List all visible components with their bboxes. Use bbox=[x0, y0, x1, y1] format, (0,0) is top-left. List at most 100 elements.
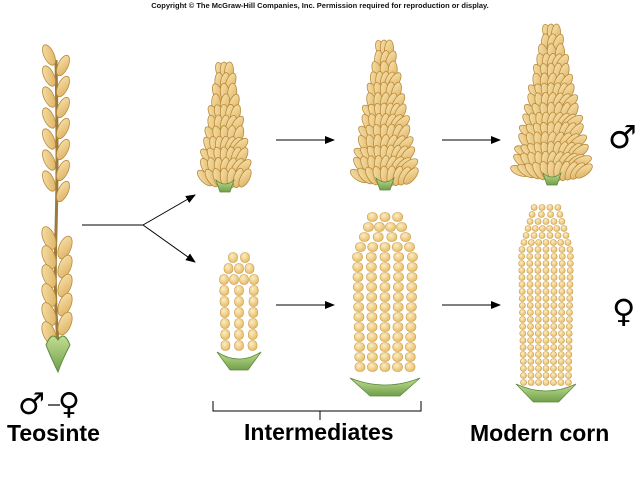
female-symbol: ♀ bbox=[612, 292, 635, 330]
kernel bbox=[392, 332, 404, 342]
spikelet bbox=[42, 86, 56, 108]
kernel bbox=[534, 330, 542, 337]
kernel bbox=[542, 288, 550, 295]
kernel bbox=[353, 322, 365, 332]
kernel bbox=[550, 372, 557, 379]
kernel bbox=[405, 312, 417, 322]
kernel bbox=[550, 344, 557, 351]
kernel bbox=[372, 232, 384, 242]
kernel bbox=[554, 232, 562, 239]
spikelet bbox=[41, 245, 57, 269]
kernel bbox=[550, 309, 558, 316]
kernel bbox=[558, 309, 565, 316]
intermediate-tassel-1 bbox=[196, 61, 252, 193]
kernel bbox=[352, 272, 364, 282]
kernel bbox=[566, 246, 574, 253]
intermediate-ear-1 bbox=[216, 252, 262, 371]
intermediate-tassel-2 bbox=[349, 39, 419, 191]
kernel bbox=[562, 232, 570, 239]
spikelet bbox=[238, 168, 252, 188]
kernel bbox=[527, 358, 535, 365]
modern-tassel bbox=[510, 23, 593, 186]
spikelet bbox=[42, 149, 56, 171]
spikelet bbox=[57, 292, 73, 317]
kernel bbox=[527, 351, 535, 358]
kernel bbox=[550, 288, 558, 295]
kernel bbox=[353, 302, 364, 312]
kernel bbox=[557, 379, 565, 386]
kernel bbox=[392, 362, 403, 372]
kernel bbox=[219, 296, 230, 307]
kernel bbox=[519, 358, 527, 365]
kernel bbox=[367, 352, 378, 362]
kernel bbox=[550, 379, 557, 386]
spikelet bbox=[56, 138, 70, 161]
kernel bbox=[379, 272, 391, 282]
kernel bbox=[550, 302, 558, 309]
kernel bbox=[365, 252, 377, 262]
kernel bbox=[557, 351, 565, 358]
kernel bbox=[553, 225, 561, 232]
kernel bbox=[392, 352, 403, 362]
kernel bbox=[518, 295, 526, 302]
kernel bbox=[534, 246, 542, 253]
kernel bbox=[234, 263, 244, 274]
kernel bbox=[534, 309, 542, 316]
kernel bbox=[379, 262, 391, 272]
kernel bbox=[352, 252, 363, 262]
kernel bbox=[531, 225, 539, 232]
kernel bbox=[366, 302, 378, 312]
kernel bbox=[542, 358, 550, 365]
kernel bbox=[526, 295, 534, 302]
kernel bbox=[566, 309, 573, 316]
kernel bbox=[366, 262, 377, 272]
kernel bbox=[534, 274, 542, 281]
husk bbox=[349, 377, 421, 397]
kernel bbox=[550, 274, 558, 281]
kernel bbox=[234, 285, 244, 296]
husk bbox=[542, 171, 562, 186]
kernel bbox=[534, 295, 542, 302]
kernel bbox=[406, 262, 418, 272]
kernel bbox=[522, 232, 530, 239]
teosinte-male-symbol: ♂ bbox=[18, 387, 45, 422]
intermediate-ear-2 bbox=[349, 212, 421, 397]
kernel bbox=[520, 365, 527, 372]
kernel bbox=[542, 365, 550, 372]
kernel bbox=[228, 252, 238, 263]
kernel bbox=[558, 344, 565, 351]
kernel bbox=[527, 365, 535, 372]
kernel bbox=[354, 342, 365, 352]
kernel bbox=[542, 316, 550, 323]
kernel bbox=[550, 260, 558, 267]
kernel bbox=[550, 267, 558, 274]
kernel bbox=[520, 239, 528, 246]
kernel bbox=[223, 263, 234, 274]
kernel bbox=[234, 307, 244, 318]
kernel bbox=[518, 260, 525, 267]
kernel bbox=[527, 309, 534, 316]
kernel bbox=[547, 211, 554, 218]
kernel bbox=[550, 365, 557, 372]
teosinte-illustration bbox=[41, 44, 73, 374]
kernel bbox=[379, 352, 391, 362]
kernel bbox=[247, 329, 258, 340]
kernel bbox=[565, 365, 572, 372]
kernel bbox=[565, 323, 573, 330]
kernel bbox=[366, 322, 378, 332]
spikelet bbox=[42, 65, 56, 87]
spikelet bbox=[56, 180, 70, 203]
kernel bbox=[366, 342, 378, 352]
kernel bbox=[558, 302, 566, 309]
kernel bbox=[542, 218, 550, 225]
kernel bbox=[558, 323, 565, 330]
kernel bbox=[519, 316, 526, 323]
teosinte-sex-symbols: ♂ ♀ bbox=[18, 387, 80, 422]
kernel bbox=[354, 352, 366, 362]
spikelet bbox=[56, 117, 70, 140]
kernel bbox=[542, 330, 550, 337]
kernel bbox=[518, 281, 526, 288]
kernel bbox=[219, 307, 230, 318]
kernel bbox=[249, 274, 259, 285]
kernel bbox=[550, 358, 557, 365]
